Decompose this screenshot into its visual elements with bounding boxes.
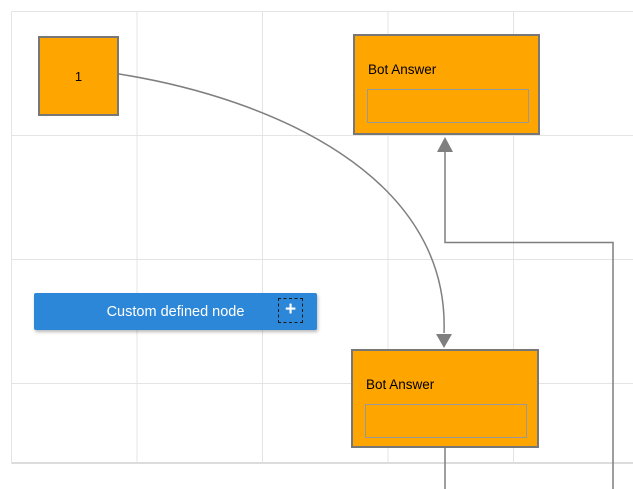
bot-answer-title: Bot Answer: [368, 62, 437, 77]
bot-answer-input[interactable]: [367, 89, 529, 123]
arrowhead-down-icon: [436, 334, 452, 348]
bot-answer-node-bottom[interactable]: Bot Answer: [351, 349, 539, 448]
arrowhead-up-icon: [437, 137, 453, 152]
connector-curve[interactable]: [118, 73, 452, 348]
connector-elbow[interactable]: [437, 137, 614, 489]
add-port[interactable]: +: [278, 298, 303, 323]
bot-answer-node-top[interactable]: Bot Answer: [353, 34, 540, 135]
custom-defined-node-button[interactable]: Custom defined node +: [34, 293, 317, 330]
plus-icon: +: [284, 299, 297, 320]
grid-layer: [11, 11, 633, 464]
node-1-label: 1: [74, 68, 83, 84]
custom-node-label: Custom defined node: [106, 303, 245, 320]
bot-answer-title: Bot Answer: [366, 377, 435, 392]
node-1[interactable]: 1: [38, 36, 119, 116]
bot-answer-input[interactable]: [365, 404, 527, 438]
